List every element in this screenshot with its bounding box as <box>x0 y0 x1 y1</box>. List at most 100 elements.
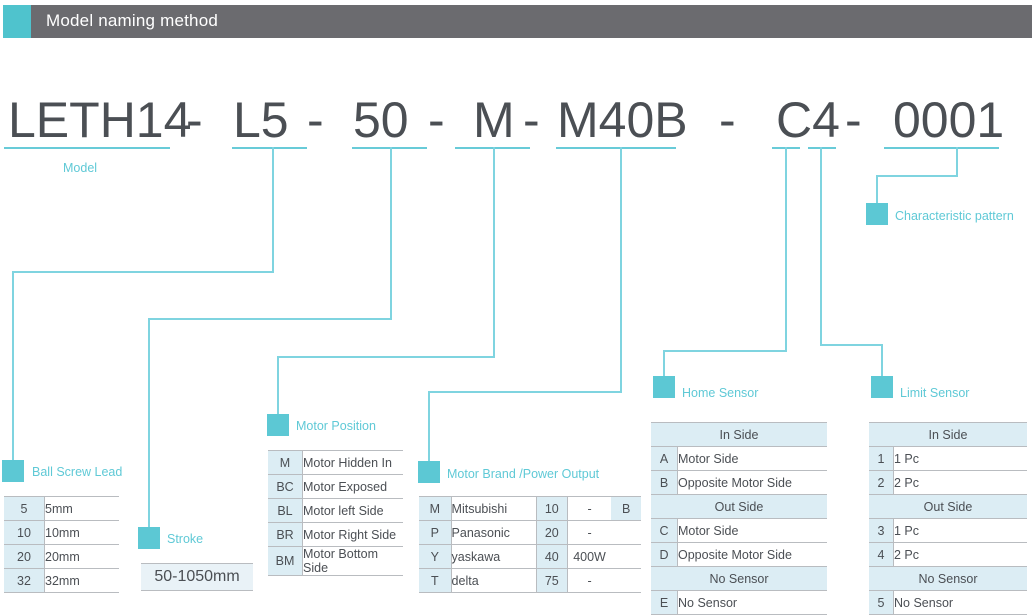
marker-characteristic-pattern <box>866 203 888 225</box>
table-row: 5 5mm <box>4 496 119 521</box>
home-sensor-body: In Side A Motor Side B Opposite Motor Si… <box>651 422 827 615</box>
marker-motor-position <box>267 414 289 436</box>
table-row: 3 1 Pc <box>869 518 1027 543</box>
power-code-3: 75 <box>535 568 568 593</box>
lead-code-0: 5 <box>4 496 45 521</box>
lead-desc-0: 5mm <box>44 496 119 521</box>
table-section-row: Out Side <box>869 494 1027 519</box>
leader-motorbrand-v2 <box>428 391 430 462</box>
label-limit-sensor: Limit Sensor <box>900 386 970 400</box>
underline-motorbrand <box>556 147 676 149</box>
underline-limitsensor <box>808 147 836 149</box>
lead-code-2: 20 <box>4 544 45 569</box>
power-val-3: - <box>567 568 612 593</box>
brand-name-0: Mitsubishi <box>451 496 537 521</box>
code-segment-lead: L5 <box>233 92 289 148</box>
lead-desc-2: 20mm <box>44 544 119 569</box>
code-segment-motorpos: M <box>473 92 515 148</box>
table-row: 32 32mm <box>4 568 119 593</box>
code-segment-motorbrand: M40B <box>557 92 688 148</box>
label-stroke: Stroke <box>167 532 204 546</box>
table-row: B Opposite Motor Side <box>651 470 827 495</box>
leader-lead-v2 <box>12 271 14 461</box>
leader-lead-v1 <box>272 147 274 272</box>
leader-motorpos-v2 <box>277 356 279 415</box>
table-row: 20 20mm <box>4 544 119 569</box>
model-code: LETH14 - L5 - 50 - M - M40B - C4 - 0001 <box>0 92 1032 148</box>
marker-stroke <box>138 527 160 549</box>
code-dash-2: - <box>307 92 324 148</box>
header-bar <box>31 5 1032 38</box>
power-val-1: - <box>567 520 612 545</box>
leader-limit-h <box>820 344 882 346</box>
table-row: 1 1 Pc <box>869 446 1027 471</box>
leader-stroke-h <box>148 318 392 320</box>
table-section-row: No Sensor <box>651 566 827 591</box>
underline-stroke <box>352 147 427 149</box>
table-row: D Opposite Motor Side <box>651 542 827 567</box>
motor-brand-body: M Mitsubishi 10 - B P Panasonic 20 - Y y… <box>419 496 641 593</box>
home-sensor-table: In Side A Motor Side B Opposite Motor Si… <box>651 422 827 615</box>
table-row: BL Motor left Side <box>268 498 403 523</box>
power-val-2: 400W <box>567 544 612 569</box>
brand-suffix-2 <box>611 544 641 569</box>
home-code-2-0: E <box>651 590 678 615</box>
table-row: P Panasonic 20 - <box>419 520 641 545</box>
limit-sensor-body: In Side 1 1 Pc 2 2 Pc Out Side 3 1 Pc 4 … <box>869 422 1027 615</box>
motor-position-table: M Motor Hidden In BC Motor Exposed BL Mo… <box>268 450 403 576</box>
table-section-row: No Sensor <box>869 566 1027 591</box>
code-segment-stroke: 50 <box>353 92 409 148</box>
table-section-row: In Side <box>869 422 1027 447</box>
leader-pattern-v1 <box>956 147 958 176</box>
limit-desc-0-0: 1 Pc <box>893 446 1027 471</box>
table-row: M Motor Hidden In <box>268 450 403 475</box>
mpos-desc-2: Motor left Side <box>302 498 403 523</box>
mpos-code-0: M <box>268 450 303 475</box>
marker-motor-brand <box>418 461 440 483</box>
mpos-desc-1: Motor Exposed <box>302 474 403 499</box>
power-code-1: 20 <box>535 520 568 545</box>
marker-home-sensor <box>653 376 675 398</box>
leader-pattern-h <box>876 175 958 177</box>
code-segment-sensors: C4 <box>776 92 840 148</box>
home-code-0-1: B <box>651 470 678 495</box>
limit-desc-1-0: 1 Pc <box>893 518 1027 543</box>
mpos-desc-4: Motor Bottom Side <box>302 546 403 576</box>
lead-desc-1: 10mm <box>44 520 119 545</box>
home-code-1-0: C <box>651 518 678 543</box>
home-desc-2-0: No Sensor <box>677 590 827 615</box>
underline-model <box>4 147 170 149</box>
limit-code-1-1: 4 <box>869 542 894 567</box>
brand-code-0: M <box>419 496 452 521</box>
table-row: E No Sensor <box>651 590 827 615</box>
leader-motorbrand-h <box>428 391 622 393</box>
leader-home-v2 <box>663 350 665 377</box>
brand-suffix-0: B <box>611 496 641 521</box>
power-val-0: - <box>567 496 612 521</box>
leader-stroke-v1 <box>390 147 392 319</box>
table-row: BR Motor Right Side <box>268 522 403 547</box>
label-motor-position: Motor Position <box>296 419 376 433</box>
label-characteristic-pattern: Characteristic pattern <box>895 209 1014 223</box>
header-accent-block <box>3 5 31 38</box>
mpos-desc-0: Motor Hidden In <box>302 450 403 475</box>
brand-code-2: Y <box>419 544 452 569</box>
limit-group-title-2: No Sensor <box>869 566 1027 591</box>
limit-desc-1-1: 2 Pc <box>893 542 1027 567</box>
power-code-0: 10 <box>535 496 568 521</box>
limit-code-2-0: 5 <box>869 590 894 615</box>
marker-limit-sensor <box>871 376 893 398</box>
brand-suffix-1 <box>611 520 641 545</box>
leader-stroke-v2 <box>148 318 150 528</box>
code-segment-model: LETH14 <box>8 92 192 148</box>
mpos-desc-3: Motor Right Side <box>302 522 403 547</box>
leader-home-v1 <box>785 147 787 352</box>
mpos-code-1: BC <box>268 474 303 499</box>
table-row: C Motor Side <box>651 518 827 543</box>
table-section-row: In Side <box>651 422 827 447</box>
lead-code-1: 10 <box>4 520 45 545</box>
home-group-title-1: Out Side <box>651 494 827 519</box>
table-row: BC Motor Exposed <box>268 474 403 499</box>
leader-pattern-v2 <box>876 175 878 204</box>
home-group-title-0: In Side <box>651 422 827 447</box>
